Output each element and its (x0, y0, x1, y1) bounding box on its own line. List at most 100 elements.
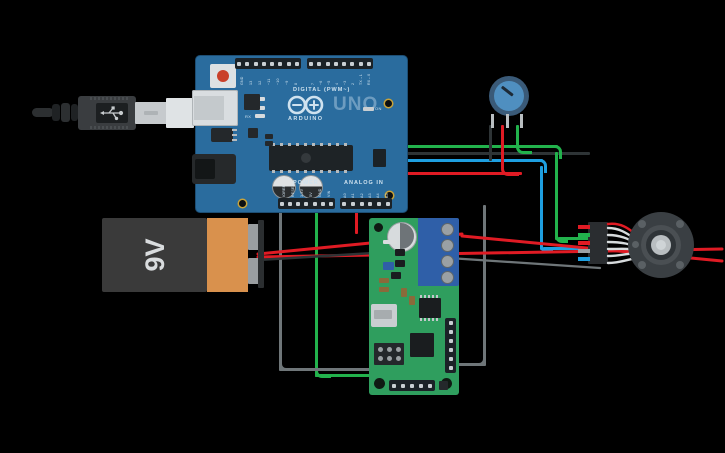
mcu-pins-top (272, 143, 350, 146)
digital-header-left[interactable] (235, 58, 301, 69)
right-pin-header[interactable] (445, 318, 456, 373)
pin-label: ~3 (343, 80, 347, 86)
usb-shell-ridges (90, 97, 130, 100)
wire-green-d9-horiz[interactable] (315, 374, 385, 377)
usb-cable-lead (32, 108, 54, 117)
wire-black-pot-vert[interactable] (489, 125, 492, 161)
wire-green-corner-b (548, 145, 562, 159)
wire-green-pot-vert[interactable] (516, 125, 519, 145)
motor-connector[interactable] (588, 222, 608, 264)
pin-label: ~11 (266, 78, 271, 85)
pin-label: TX→1 (359, 74, 363, 85)
wire-green-d9-vert[interactable] (315, 72, 318, 377)
pin-label: A3 (368, 193, 373, 198)
usb-shell-ridges-bottom (90, 126, 130, 129)
connector-pin-4 (578, 249, 590, 253)
drv-resistor-3 (401, 288, 407, 297)
drv-blue-smd (383, 262, 394, 270)
pot-leg-mid[interactable] (506, 114, 509, 128)
wire-gray-right-vert[interactable] (483, 205, 486, 365)
potentiometer[interactable] (489, 76, 533, 128)
power-pin-labels: IOREF RESET 3.3V 5V GND VIN (279, 184, 334, 197)
terminal-block-body (418, 218, 436, 286)
led-l (255, 97, 265, 101)
usb-tip-slot (144, 111, 158, 115)
wire-red-pot-corner (501, 162, 519, 176)
regulator-pins (232, 129, 237, 141)
wire-green-motor-vert[interactable] (555, 152, 558, 240)
wire-green-motor-horiz[interactable] (362, 145, 558, 148)
crystal-chip (248, 128, 258, 138)
battery-terminal-plate-bottom (248, 258, 260, 284)
stepper-driver-board[interactable] (369, 218, 459, 395)
wire-red-pot-vert[interactable] (501, 125, 504, 167)
isp-header-2x3[interactable] (374, 343, 404, 365)
pin-label: 13 (248, 80, 253, 85)
analog-header[interactable] (340, 198, 392, 209)
power-header[interactable] (278, 198, 335, 209)
wire-blue-down[interactable] (540, 166, 543, 250)
pot-leg-right[interactable] (520, 114, 523, 128)
drv-transistor-1 (395, 249, 405, 256)
motor-screw-bl (638, 261, 646, 269)
driver-ic-pins-bottom (420, 318, 440, 321)
pin-label: 2 (351, 82, 355, 85)
label-aref: AREF (229, 73, 233, 84)
dc-barrel-jack[interactable] (192, 154, 236, 184)
label-analog: ANALOG IN (344, 180, 384, 186)
reset-button[interactable] (210, 64, 236, 88)
reset-button-cap[interactable] (217, 70, 229, 82)
mcu-atmega328p (269, 143, 353, 173)
barrel-jack-inner (195, 159, 215, 179)
pot-leg-left[interactable] (491, 114, 494, 128)
model-label: UNO (333, 94, 379, 115)
usb-cable-bead2 (61, 103, 70, 122)
digital-pin-numbers-right: 7 ~6 ~5 4 ~3 2 TX→1 RX←0 (309, 71, 373, 85)
icsp-header[interactable] (373, 149, 386, 167)
wire-red-5v-horiz[interactable] (362, 172, 522, 175)
wire-blue-corner-b (533, 159, 547, 173)
electrolytic-cap-1 (272, 175, 296, 199)
battery-terminal-post[interactable] (258, 220, 264, 288)
drv-electrolytic-cap (387, 222, 417, 252)
isp-pin (396, 356, 401, 361)
bottom-pad-single (439, 381, 448, 390)
wire-gray-horiz[interactable] (279, 368, 375, 371)
wire-blue-d8-horiz[interactable] (355, 159, 543, 162)
battery-9v[interactable]: 9V (102, 218, 264, 292)
label-rx: RX (245, 114, 252, 119)
wire-gray-corner (279, 358, 293, 371)
arduino-uno-board[interactable]: AREF GND 13 12 ~11 ~10 ~9 8 7 ~6 ~5 4 ~3… (192, 56, 407, 212)
mount-hole-bl (239, 200, 246, 207)
pin-label: 4 (335, 82, 339, 85)
wire-gray-vert[interactable] (279, 200, 282, 370)
terminal-screw-2[interactable] (441, 239, 454, 252)
stepper-motor[interactable] (578, 212, 694, 290)
pot-knob[interactable] (494, 81, 524, 111)
battery-label: 9V (140, 238, 170, 272)
drv-cap-stripe (400, 223, 414, 249)
drv-smd-1 (383, 240, 397, 244)
wire-black-arduino-run[interactable] (380, 152, 590, 155)
pin-label: GND (318, 188, 323, 197)
pin-label: A1 (351, 193, 356, 198)
pin-label: A2 (359, 193, 364, 198)
mcu-pins-bottom (272, 170, 350, 173)
motor-screw-br (676, 261, 684, 269)
battery-body (102, 218, 207, 292)
digital-header-right[interactable] (307, 58, 373, 69)
terminal-screw-4[interactable] (441, 271, 454, 284)
connector-pin-3 (578, 241, 590, 245)
pin-label: 5V (309, 192, 314, 197)
pin-label: A0 (343, 193, 348, 198)
connector-pin-2 (578, 233, 590, 237)
terminal-screw-3[interactable] (441, 255, 454, 268)
brand-label: ARDUINO (288, 116, 324, 122)
wire-gray-right-corner (474, 353, 486, 366)
pin-label: 12 (257, 80, 262, 85)
bottom-pin-header[interactable] (389, 380, 435, 391)
terminal-screw-1[interactable] (441, 223, 454, 236)
usb-cable[interactable] (32, 92, 197, 134)
usb-trident-icon (100, 106, 124, 121)
